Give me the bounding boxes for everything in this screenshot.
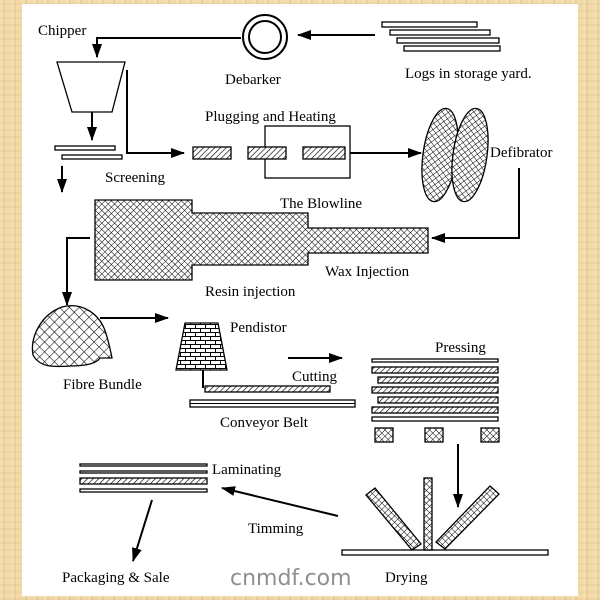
label-timming: Timming xyxy=(248,521,304,537)
label-cutting: Cutting xyxy=(292,369,338,385)
cutting-mat xyxy=(204,385,331,393)
watermark-text: cnmdf.com xyxy=(230,566,352,591)
press-foot-2 xyxy=(424,427,444,443)
laminate-board xyxy=(79,477,208,485)
press-foot-3 xyxy=(480,427,500,443)
label-screening: Screening xyxy=(105,170,165,186)
conveyor-belt xyxy=(189,399,356,408)
label-resin-injection: Resin injection xyxy=(205,284,296,300)
press-board-3 xyxy=(371,386,499,394)
drying-left-board xyxy=(365,487,422,551)
press-board-5 xyxy=(371,406,499,414)
press-board-2 xyxy=(377,376,499,384)
press-board-1 xyxy=(371,366,499,374)
laminate-layer-1 xyxy=(79,463,208,467)
chipper-funnel xyxy=(56,61,126,113)
label-laminating: Laminating xyxy=(212,462,282,478)
logs-stack xyxy=(381,21,501,52)
arrow-chipper-to-plugging xyxy=(126,70,185,158)
drying-rack xyxy=(341,477,549,556)
debarker-drum xyxy=(242,14,288,60)
log-3 xyxy=(396,37,500,44)
label-packaging: Packaging & Sale xyxy=(62,570,170,586)
label-drying: Drying xyxy=(385,570,428,586)
label-logs: Logs in storage yard. xyxy=(405,66,532,82)
pendistor-hopper xyxy=(175,322,228,371)
fibre-bundle-blob xyxy=(31,305,113,368)
laminate-stack xyxy=(79,463,208,493)
defibrator-discs xyxy=(421,107,489,203)
laminate-layer-3 xyxy=(79,488,208,493)
label-defibrator: Defibrator xyxy=(490,145,552,161)
label-fibre-bundle: Fibre Bundle xyxy=(63,377,142,393)
label-pressing: Pressing xyxy=(435,340,486,356)
laminate-layer-2 xyxy=(79,470,208,474)
arrow-debarker-to-chipper xyxy=(92,37,241,58)
arrow-defibrator-to-blowline xyxy=(431,168,520,243)
drying-center-board xyxy=(423,477,433,551)
press-platen-top xyxy=(371,358,499,363)
screen-deck-1 xyxy=(54,145,116,151)
arrow-blowline-to-fibre xyxy=(62,237,90,306)
chip-plug-1 xyxy=(192,146,232,160)
label-chipper: Chipper xyxy=(38,23,86,39)
press-stack xyxy=(371,358,500,443)
press-board-4 xyxy=(377,396,499,404)
chip-plug-3 xyxy=(302,146,346,160)
label-debarker: Debarker xyxy=(225,72,281,88)
label-pendistor: Pendistor xyxy=(230,320,287,336)
label-plugging: Plugging and Heating xyxy=(205,109,336,125)
drying-base xyxy=(341,549,549,556)
label-blowline: The Blowline xyxy=(280,196,362,212)
drying-right-board xyxy=(435,485,500,550)
debarker-inner-ring xyxy=(248,20,282,54)
label-wax-injection: Wax Injection xyxy=(325,264,410,280)
arrow-laminating-to-packaging xyxy=(132,499,153,562)
arrow-drying-to-laminating xyxy=(221,486,339,517)
label-conveyor-belt: Conveyor Belt xyxy=(220,415,309,431)
press-platen-bottom xyxy=(371,416,499,422)
defibrator-disc-2 xyxy=(451,107,489,203)
press-foot-1 xyxy=(374,427,394,443)
log-2 xyxy=(389,29,491,36)
screen-deck-2 xyxy=(61,154,123,160)
blowline-pipe xyxy=(94,199,429,281)
log-4 xyxy=(403,45,501,52)
chip-plug-2 xyxy=(247,146,287,160)
log-1 xyxy=(381,21,478,28)
